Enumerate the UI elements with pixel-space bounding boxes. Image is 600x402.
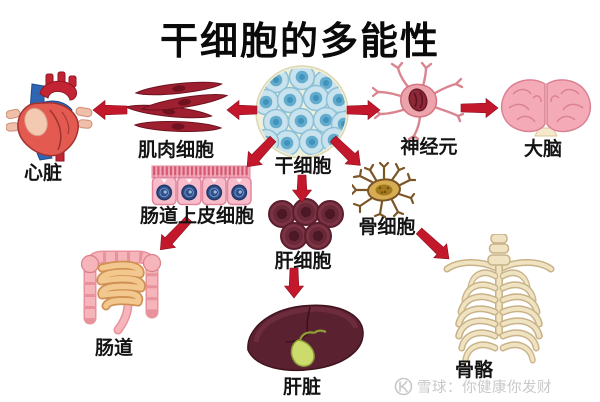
watermark: 雪球：你健康你发财 bbox=[394, 376, 552, 397]
brain-label: 大脑 bbox=[523, 139, 563, 160]
intestine-label: 肠道 bbox=[94, 338, 134, 359]
arrow-hepatocyte-to-liver bbox=[283, 267, 305, 299]
heart-label: 心脏 bbox=[23, 163, 63, 184]
muscle-cells-label: 肌肉细胞 bbox=[137, 140, 215, 161]
bone-cell-label: 骨细胞 bbox=[358, 217, 416, 238]
arrow-bone-cell-to-skeleton bbox=[415, 227, 450, 260]
skeleton-illustration bbox=[443, 234, 555, 370]
intestinal-epithelium-illustration bbox=[151, 165, 252, 206]
brain-illustration bbox=[500, 79, 592, 137]
heart-illustration bbox=[6, 71, 93, 162]
arrow-neuron-to-brain bbox=[460, 97, 499, 119]
diagram-title: 干细胞的多能性 bbox=[159, 21, 440, 63]
watermark-text: 雪球：你健康你发财 bbox=[417, 380, 552, 396]
arrow-stem-to-hepatocyte bbox=[291, 174, 313, 203]
arrow-muscle-to-heart bbox=[92, 99, 128, 121]
arrow-epithelium-to-intestine bbox=[160, 215, 193, 251]
arrow-stem-to-epithelium bbox=[246, 135, 277, 168]
skeleton-label: 骨骼 bbox=[454, 360, 494, 381]
liver-label: 肝脏 bbox=[282, 377, 322, 398]
arrow-stem-to-muscle bbox=[226, 99, 258, 121]
intestinal-epithelium-label: 肠道上皮细胞 bbox=[139, 206, 255, 227]
arrow-stem-to-bone-cell bbox=[329, 135, 361, 166]
muscle-cells-illustration bbox=[126, 81, 229, 133]
bone-cell-illustration bbox=[352, 162, 416, 218]
xueqiu-logo-icon bbox=[394, 377, 413, 396]
arrow-stem-to-neuron bbox=[346, 99, 381, 121]
neuron-illustration bbox=[372, 62, 464, 140]
stem-cell-illustration bbox=[255, 65, 349, 159]
liver-illustration bbox=[247, 304, 364, 372]
stem-cell-label: 干细胞 bbox=[274, 156, 332, 177]
intestine-illustration bbox=[80, 250, 162, 335]
hepatocytes-illustration bbox=[268, 198, 344, 250]
hepatocyte-label: 肝细胞 bbox=[274, 251, 332, 272]
neuron-label: 神经元 bbox=[400, 137, 458, 158]
